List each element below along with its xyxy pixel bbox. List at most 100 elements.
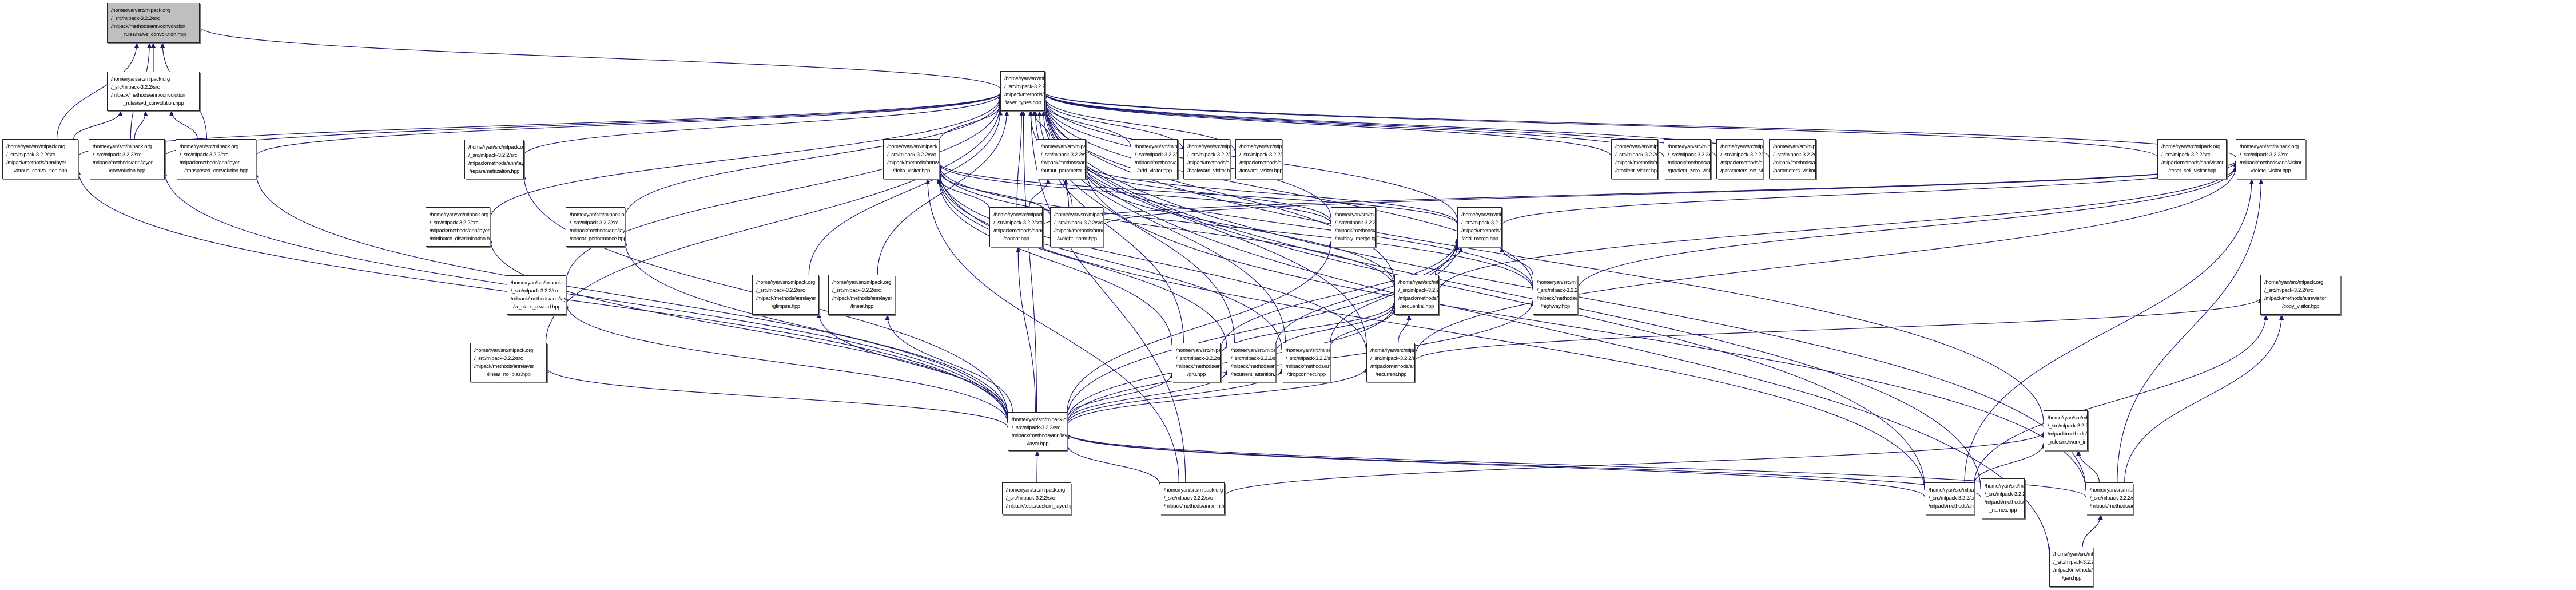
edge-vr-class-reward-to-layer-types [566,100,1003,283]
edge-rnn-to-layer-types [1028,110,1186,483]
edge-recurrent-to-sequential [1398,314,1412,343]
node-recurrent-attention[interactable]: /home/ryan/src/mlpack.org/_src/mlpack-3.… [1227,343,1275,382]
node-convolution[interactable]: /home/ryan/src/mlpack.org/_src/mlpack-3.… [89,139,165,179]
edge-brnn-to-delete-visitor [1964,179,2254,483]
node-reparametrization[interactable]: /home/ryan/src/mlpack.org/_src/mlpack-3.… [464,140,524,179]
edge-highway-to-output-parameter-visitor [1083,165,1533,289]
node-add-visitor[interactable]: /home/ryan/src/mlpack.org/_src/mlpack-3.… [1131,139,1178,179]
node-concat[interactable]: /home/ryan/src/mlpack.org/_src/mlpack-3.… [989,207,1043,247]
node-label-line: /_src/mlpack-3.2.2/src [570,219,619,225]
node-label-line: /recurrent.hpp [1375,371,1407,377]
node-linear-no-bias[interactable]: /home/ryan/src/mlpack.org/_src/mlpack-3.… [470,343,547,382]
node-label-line: /home/ryan/src/mlpack.org [1164,486,1223,493]
edge-layer-to-gru [1067,373,1174,419]
node-label-line: /mlpack/methods/ann/layer [1012,432,1067,438]
node-delete-visitor[interactable]: /home/ryan/src/mlpack.org/_src/mlpack-3.… [2236,139,2305,179]
node-label-line: /convolution.hpp [109,167,145,173]
node-backward-visitor[interactable]: /home/ryan/src/mlpack.org/_src/mlpack-3.… [1183,139,1230,179]
node-label-line: /_src/mlpack-3.2.2/src [93,151,142,157]
node-label-line: /_src/mlpack-3.2.2/src [1054,219,1103,225]
node-reset-cell-visitor[interactable]: /home/ryan/src/mlpack.org /_src/mlpack-3.… [2157,139,2227,179]
node-gru[interactable]: /home/ryan/src/mlpack.org/_src/mlpack-3.… [1172,343,1221,382]
edge-recurrent-attention-to-delta-visitor [937,175,1227,349]
node-label-line: /home/ryan/src/mlpack.org [1187,143,1230,149]
node-label-line: /mlpack/methods/ann/layer [570,227,625,233]
node-layer-names[interactable]: /home/ryan/src/mlpack.org/_src/mlpack-3.… [1981,478,2025,518]
node-label-line: /mlpack/methods/ann/convolution [111,92,185,98]
node-concat-performance[interactable]: /home/ryan/src/mlpack.org/_src/mlpack-3.… [566,207,625,247]
node-parameters-visitor[interactable]: /home/ryan/src/mlpack.org/_src/mlpack-3.… [1769,139,1816,179]
node-minibatch-discrimination[interactable]: /home/ryan/src/mlpack.org/_src/mlpack-3.… [426,207,490,247]
edge-network-init-to-layer-types [1043,97,2044,423]
edge-reparametrization-to-layer-types [523,93,1003,156]
edge-multiply-merge-to-delta-visitor [937,163,1331,224]
node-ffn[interactable]: /home/ryan/src/mlpack.org/_src/mlpack-3.… [2086,482,2133,514]
node-label-line: /home/ryan/src/mlpack.org [1176,347,1220,353]
node-add-merge[interactable]: /home/ryan/src/mlpack.org/_src/mlpack-3.… [1457,207,1502,247]
node-label-line: /sequential.hpp [1400,303,1434,309]
node-highway[interactable]: /home/ryan/src/mlpack.org/_src/mlpack-3.… [1533,275,1577,315]
node-label-line: /reset_cell_visitor.hpp [2168,167,2216,173]
node-network-init[interactable]: /home/ryan/src/mlpack.org/_src/mlpack-3.… [2044,410,2088,450]
node-recurrent[interactable]: /home/ryan/src/mlpack.org/_src/mlpack-3.… [1366,343,1415,382]
node-output-parameter-visitor[interactable]: /home/ryan/src/mlpack.org /_src/mlpack-3.… [1037,139,1086,179]
node-label-line: /mlpack/methods/ann/layer [993,227,1043,233]
edge-layer-to-transposed-convolution [254,172,1008,422]
node-layer-types[interactable]: /home/ryan/src/mlpack.org/_src/mlpack-3.… [1000,71,1045,111]
edge-recurrent-attention-to-add-merge [1275,240,1460,349]
edge-gradient-visitor-to-layer-types [1043,93,1612,157]
edge-minibatch-discrimination-to-layer-types [490,96,1003,219]
node-label-line: /home/ryan/src/mlpack.org [1054,211,1103,217]
node-linear[interactable]: /home/ryan/src/mlpack.org/_src/mlpack-3.… [828,275,895,315]
node-label-line: /copy_visitor.hpp [2282,303,2319,309]
edge-glimpse-to-layer-types [808,109,1003,275]
node-label-line: /mlpack/methods/ann/visitor [887,159,939,165]
edge-rnn-to-layer [1065,444,1160,485]
node-multiply-merge[interactable]: /home/ryan/src/mlpack.org/_src/mlpack-3.… [1331,207,1376,247]
edge-gru-to-add-merge [1220,237,1460,351]
node-sequential[interactable]: /home/ryan/src/mlpack.org/_src/mlpack-3.… [1394,275,1439,315]
node-gan[interactable]: /home/ryan/src/mlpack.org/_src/mlpack-3.… [2049,547,2093,587]
node-vr-class-reward[interactable]: /home/ryan/src/mlpack.org/_src/mlpack-3.… [507,275,566,315]
node-parameters-set-visitor[interactable]: /home/ryan/src/mlpack.org/_src/mlpack-3.… [1716,139,1763,179]
node-label-line: /_src/mlpack-3.2.2/src [993,219,1043,225]
edge-ffn-to-copy-visitor [2124,314,2284,483]
node-label-line: /mlpack/methods/ann/layer [6,159,66,165]
node-naive-convolution[interactable]: /home/ryan/src/mlpack.org/_src/mlpack-3.… [107,3,200,43]
node-label-line: /mlpack/methods/ann/layer [93,159,153,165]
node-delta-visitor[interactable]: /home/ryan/src/mlpack.org/_src/mlpack-3.… [883,139,939,179]
node-brnn[interactable]: /home/ryan/src/mlpack.org/_src/mlpack-3.… [1925,482,1974,514]
edge-layer-to-linear-no-bias [544,367,1008,428]
edge-atrous-convolution-to-svd-convolution [73,110,123,140]
node-copy-visitor[interactable]: /home/ryan/src/mlpack.org/_src/mlpack-3.… [2260,275,2340,315]
node-label-line: /gan.hpp [2061,575,2082,581]
node-weight-norm[interactable]: /home/ryan/src/mlpack.org /_src/mlpack-3.… [1050,207,1103,247]
node-dropconnect[interactable]: /home/ryan/src/mlpack.org/_src/mlpack-3.… [1282,343,1330,382]
node-label-line: /mlpack/methods/ann/visitor [1720,159,1763,165]
node-label-line: /mlpack/methods/ann/ffn.hpp [2090,502,2133,509]
node-label-line: /_src/mlpack-3.2.2/src [1012,424,1061,430]
node-transposed-convolution[interactable]: /home/ryan/src/mlpack.org/_src/mlpack-3.… [176,139,256,179]
node-label-line: /_src/mlpack-3.2.2/src [1135,151,1177,157]
node-gradient-visitor[interactable]: /home/ryan/src/mlpack.org/_src/mlpack-3.… [1611,139,1658,179]
node-forward-visitor[interactable]: /home/ryan/src/mlpack.org/_src/mlpack-3.… [1235,139,1282,179]
node-label-line: /multiply_merge.hpp [1335,235,1376,241]
node-label-line: /_src/mlpack-3.2.2/src [1041,151,1086,157]
node-label-line: /_src/mlpack-3.2.2/src [2161,151,2211,157]
node-label-line: /home/ryan/src/mlpack.org [2161,143,2220,149]
node-layer[interactable]: /home/ryan/src/mlpack.org/_src/mlpack-3.… [1008,412,1067,451]
node-svd-convolution[interactable]: /home/ryan/src/mlpack.org/_src/mlpack-3.… [107,72,200,111]
node-glimpse[interactable]: /home/ryan/src/mlpack.org/_src/mlpack-3.… [752,275,819,315]
node-label-line: /home/ryan/src/mlpack.org [1239,143,1282,149]
node-gradient-zero-visitor[interactable]: /home/ryan/src/mlpack.org/_src/mlpack-3.… [1664,139,1711,179]
node-label-line: /home/ryan/src/mlpack.org [2053,551,2093,557]
node-rnn[interactable]: /home/ryan/src/mlpack.org/_src/mlpack-3.… [1160,482,1225,514]
node-atrous-convolution[interactable]: /home/ryan/src/mlpack.org/_src/mlpack-3.… [2,139,78,179]
node-label-line: /home/ryan/src/mlpack.org [2048,414,2088,421]
node-custom-layer[interactable]: /home/ryan/src/mlpack.org/_src/mlpack-3.… [1002,482,1071,514]
node-label-line: /home/ryan/src/mlpack.org [1041,143,1085,149]
edge-concat-to-output-parameter-visitor [1029,179,1051,208]
node-label-line: /mlpack/methods/ann/rnn.hpp [1164,502,1225,509]
node-label-line: /mlpack/methods/ann/visitor [1041,159,1086,165]
